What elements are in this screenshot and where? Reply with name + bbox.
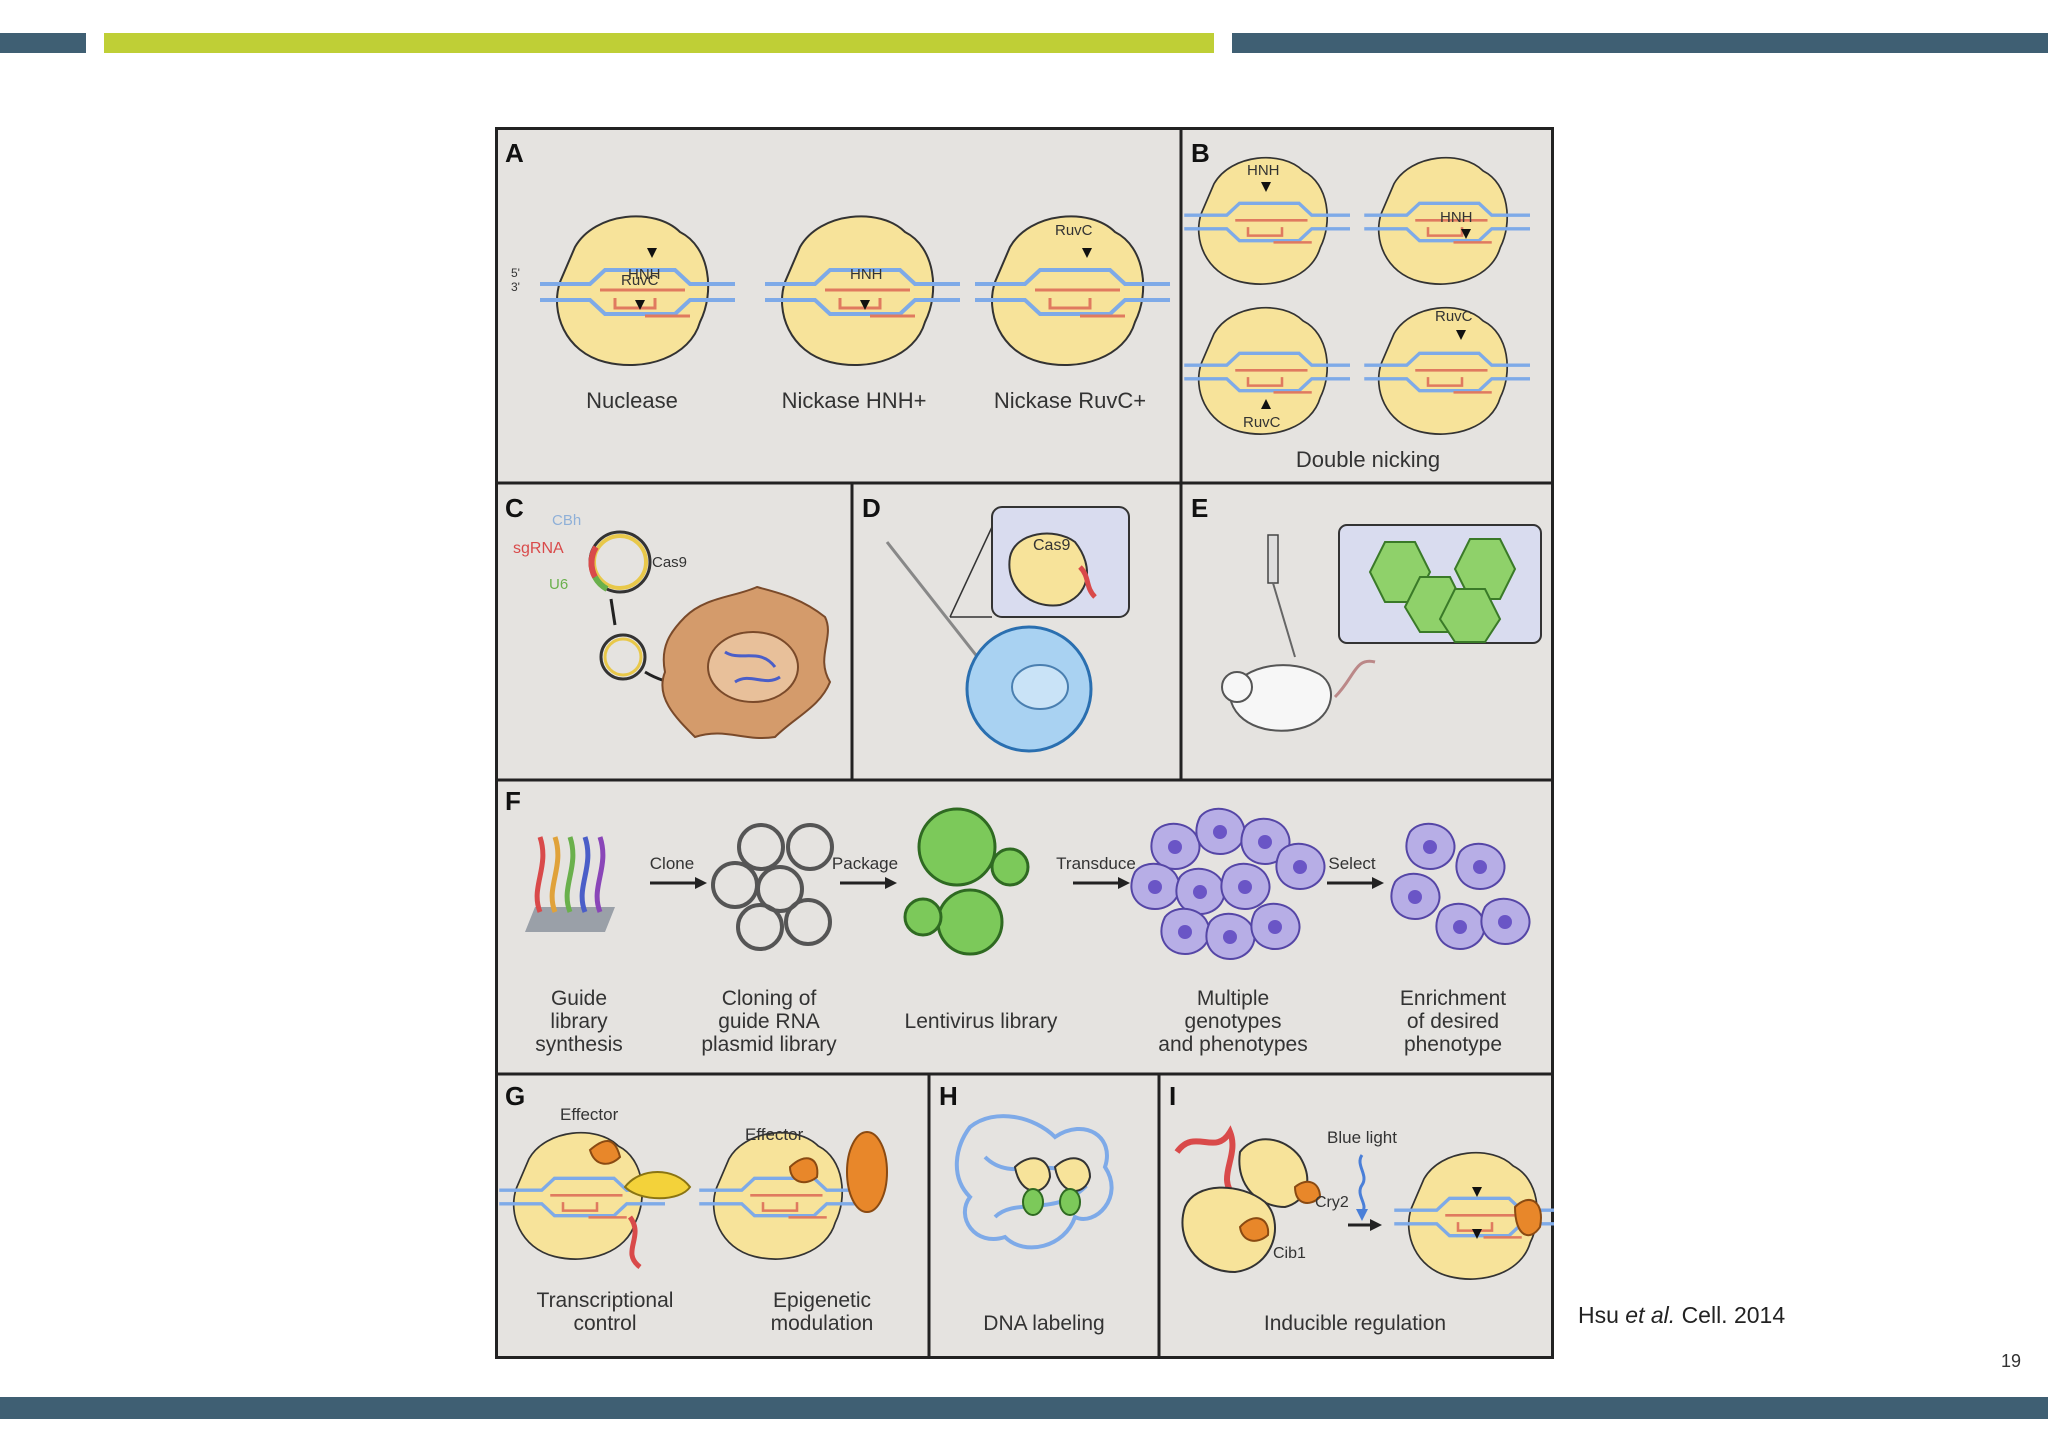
panel-f: F Clone Package Transduce <box>505 786 1531 1056</box>
nickase-hnh-label: Nickase HNH+ <box>782 388 927 413</box>
nickase-ruvc-label: Nickase RuvC+ <box>994 388 1146 413</box>
svg-text:phenotype: phenotype <box>1404 1033 1502 1056</box>
cbh-label: CBh <box>552 512 581 529</box>
package-arrow-label: Package <box>832 854 898 873</box>
panel-d: D Cas9 <box>862 493 1130 753</box>
blue-light-label: Blue light <box>1327 1128 1397 1147</box>
bottom-bar <box>0 1397 2048 1419</box>
epigenetic-modulation-label: Epigenetic <box>773 1289 871 1312</box>
b-hnh-label-1: HNH <box>1247 162 1280 179</box>
plasmid-small <box>599 633 647 681</box>
svg-text:library: library <box>550 1010 608 1033</box>
svg-text:plasmid library: plasmid library <box>701 1033 837 1056</box>
inducible-regulation-label: Inducible regulation <box>1264 1312 1446 1335</box>
effector-label-1: Effector <box>560 1105 619 1124</box>
panel-f-letter: F <box>505 786 521 816</box>
nuclease-label: Nuclease <box>586 388 678 413</box>
cib1-label: Cib1 <box>1273 1245 1306 1262</box>
b-ruvc-label-2: RuvC <box>1243 414 1281 431</box>
panel-d-letter: D <box>862 493 881 523</box>
svg-text:of desired: of desired <box>1407 1010 1499 1033</box>
ruvc-label: RuvC <box>621 272 659 289</box>
effector-label-2: Effector <box>745 1125 804 1144</box>
top-bar-right <box>1232 33 2048 53</box>
svg-text:synthesis: synthesis <box>535 1033 623 1056</box>
step-multiple-genotypes: Multiple genotypes and phenotypes <box>1158 987 1307 1056</box>
dna-tangle <box>954 1114 1114 1250</box>
nickase-ruvc-diagram <box>973 215 1172 367</box>
double-nicking-label: Double nicking <box>1296 447 1440 472</box>
panel-c-letter: C <box>505 493 524 523</box>
cas9-label-d: Cas9 <box>1033 537 1070 554</box>
figure-svg: A RuvC HNH 5' 3' HNH RuvC Nuclease Nicka… <box>495 127 1554 1359</box>
cry2-label: Cry2 <box>1315 1194 1349 1211</box>
panel-a-letter: A <box>505 138 524 168</box>
panel-b-letter: B <box>1191 138 1210 168</box>
step-enrichment: Enrichment of desired phenotype <box>1400 987 1506 1056</box>
step-guide-library: Guide library synthesis <box>535 987 623 1056</box>
b-hnh-label-2: HNH <box>1440 209 1473 226</box>
lentivirus-1 <box>917 807 997 887</box>
clone-arrow-label: Clone <box>650 854 694 873</box>
b-ruvc-label-1: RuvC <box>1435 308 1473 325</box>
top-bar-accent <box>104 33 1214 53</box>
dna-labeling-label: DNA labeling <box>983 1312 1104 1335</box>
citation: Hsu et al. Cell. 2014 <box>1578 1302 1785 1329</box>
step-lentivirus: Lentivirus library <box>905 1010 1058 1033</box>
crispr-applications-figure: A RuvC HNH 5' 3' HNH RuvC Nuclease Nicka… <box>495 127 1554 1359</box>
panel-e: E <box>1191 493 1542 732</box>
transduce-arrow-label: Transduce <box>1056 854 1136 873</box>
svg-text:Lentivirus library: Lentivirus library <box>905 1010 1058 1033</box>
panel-h-letter: H <box>939 1081 958 1111</box>
hnh-label: HNH <box>628 266 661 283</box>
nickase-hnh-diagram <box>763 215 962 367</box>
top-bar-left <box>0 33 86 53</box>
panel-a: A RuvC HNH 5' 3' HNH RuvC Nuclease Nicka… <box>505 138 1172 413</box>
svg-text:guide RNA: guide RNA <box>718 1010 820 1033</box>
u6-label: U6 <box>549 576 568 593</box>
svg-text:and phenotypes: and phenotypes <box>1158 1033 1307 1056</box>
svg-text:Guide: Guide <box>551 987 607 1010</box>
hnh-label-2: HNH <box>850 266 883 283</box>
strand-5-label: 5' <box>511 266 520 280</box>
cas9-label-c: Cas9 <box>652 554 687 571</box>
nuclease-diagram <box>538 215 737 367</box>
svg-text:modulation: modulation <box>771 1312 874 1335</box>
page-number: 19 <box>2001 1351 2022 1371</box>
transcriptional-control-label: Transcriptional <box>537 1289 674 1312</box>
strand-3-label: 3' <box>511 280 520 294</box>
panel-c: C CBh sgRNA U6 Cas9 <box>505 493 832 739</box>
citation-authors: Hsu <box>1578 1302 1619 1328</box>
svg-text:genotypes: genotypes <box>1185 1010 1282 1033</box>
mouse <box>1228 664 1332 732</box>
ruvc-label-2: RuvC <box>1055 222 1093 239</box>
panel-b: B HNH HNH RuvC RuvC Double nicking <box>1182 138 1532 472</box>
svg-text:control: control <box>573 1312 636 1335</box>
panel-h: H DNA labeling <box>939 1081 1114 1335</box>
panel-g: G Effector Effector Transcriptional cont… <box>497 1081 888 1335</box>
svg-text:Multiple: Multiple <box>1197 987 1269 1010</box>
step-cloning: Cloning of guide RNA plasmid library <box>701 987 837 1056</box>
select-arrow-label: Select <box>1328 854 1376 873</box>
svg-text:Enrichment: Enrichment <box>1400 987 1506 1010</box>
sgrna-label: sgRNA <box>513 540 564 557</box>
panel-g-letter: G <box>505 1081 525 1111</box>
panel-e-letter: E <box>1191 493 1208 523</box>
citation-journal: Cell. 2014 <box>1681 1302 1786 1328</box>
svg-text:Cloning of: Cloning of <box>722 987 817 1010</box>
panel-i: I Blue light Cry2 Cib1 Inducible regulat… <box>1169 1081 1554 1335</box>
citation-etal: et al. <box>1625 1302 1676 1328</box>
panel-i-letter: I <box>1169 1081 1176 1111</box>
figure-border <box>495 127 1554 1359</box>
